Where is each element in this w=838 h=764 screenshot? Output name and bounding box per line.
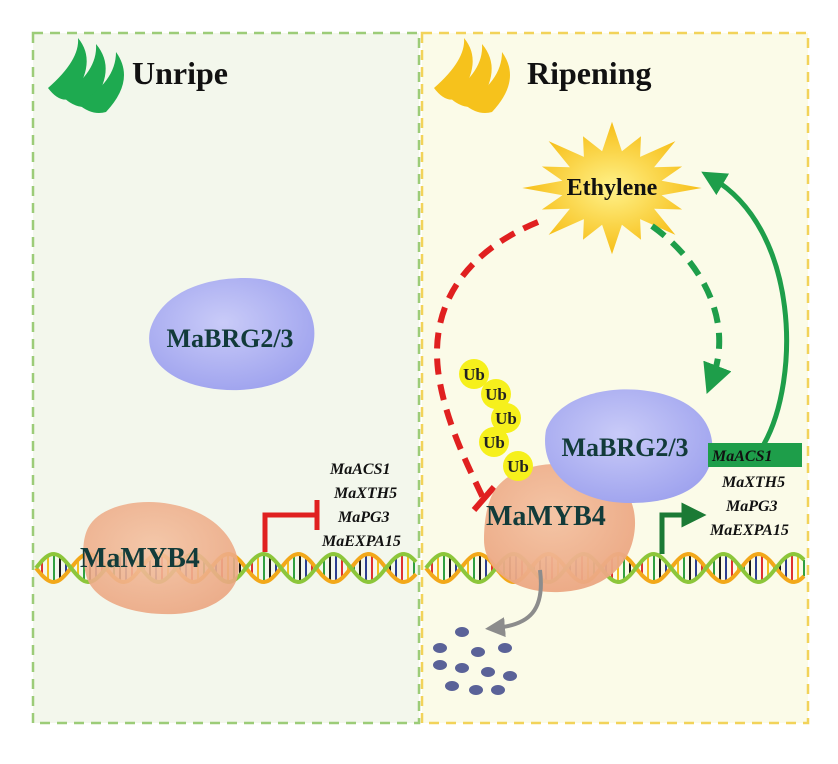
fragment-dot (455, 627, 469, 637)
gene-right-1: MaACS1 (711, 448, 772, 465)
brg-label-right: MaBRG2/3 (561, 433, 688, 462)
myb-protein-left (83, 501, 239, 615)
fragment-dot (455, 663, 469, 673)
repression-symbol-left (262, 512, 317, 552)
degraded-fragments (433, 627, 517, 695)
fragment-dot (469, 685, 483, 695)
ub-circle-3 (491, 403, 521, 433)
myb-label-right: MaMYB4 (486, 501, 606, 532)
ub-label-4: Ub (483, 433, 505, 452)
ub-label-5: Ub (507, 457, 529, 476)
ub-label-1: Ub (463, 365, 485, 384)
degradation-arrow (485, 569, 543, 638)
fragment-dot (433, 660, 447, 670)
inhibition-bar-right (471, 485, 497, 512)
ub-label-3: Ub (495, 409, 517, 428)
gene-right-2: MaXTH5 (721, 474, 785, 491)
gene-left-4: MaEXPA15 (321, 533, 401, 550)
fragment-dot (433, 643, 447, 653)
ethylene-to-brg-arrow (650, 223, 732, 395)
myb-label-left: MaMYB4 (80, 543, 200, 574)
ethylene-inhibition-arrow (434, 219, 540, 502)
title-unripe: Unripe (132, 55, 228, 91)
ub-circle-5 (503, 451, 533, 481)
activation-arrow-right (659, 502, 707, 554)
gene-left-1: MaACS1 (329, 461, 390, 478)
gene-right-3: MaPG3 (725, 498, 778, 515)
fragment-dot (498, 643, 512, 653)
ub-circle-4 (479, 427, 509, 457)
fragment-dot (471, 647, 485, 657)
fragment-dot (445, 681, 459, 691)
ethylene-label: Ethylene (567, 175, 658, 201)
gene-left-3: MaPG3 (337, 509, 390, 526)
ub-circle-2 (481, 379, 511, 409)
dna-backbone (424, 551, 806, 585)
ub-label-2: Ub (485, 385, 507, 404)
ubiquitin-chain: Ub Ub Ub Ub Ub (459, 359, 533, 481)
acs1-to-ethylene-arrow (701, 171, 790, 446)
gene-left-2: MaXTH5 (333, 485, 397, 502)
ethylene-burst (522, 121, 702, 255)
brg-protein-left (149, 278, 315, 391)
fragment-dot (491, 685, 505, 695)
brg-protein-right (545, 389, 713, 503)
brg-label-left: MaBRG2/3 (166, 324, 293, 353)
fragment-dot (503, 671, 517, 681)
fragment-dot (481, 667, 495, 677)
gene-right-4: MaEXPA15 (709, 522, 789, 539)
banana-green-icon (48, 38, 124, 113)
acs1-highlight (708, 443, 802, 467)
banana-yellow-icon (434, 38, 510, 113)
title-ripening: Ripening (527, 55, 651, 91)
ub-circle-1 (459, 359, 489, 389)
